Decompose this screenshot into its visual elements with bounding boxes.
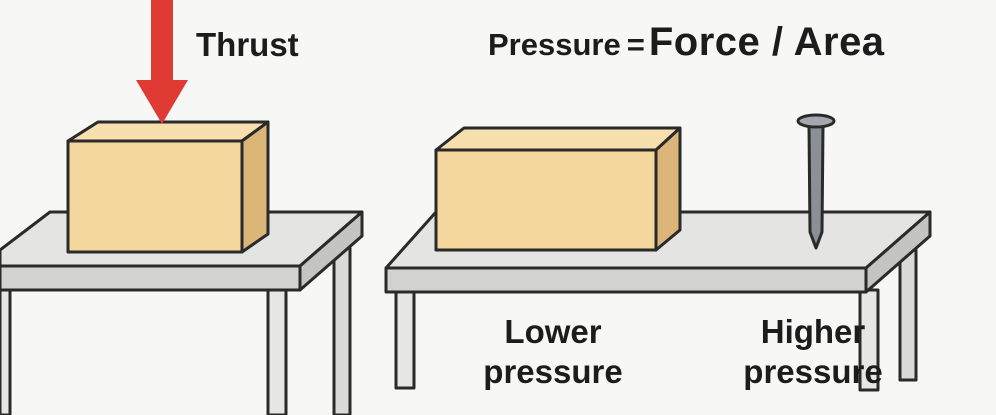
- right-table-top-edge-side: [864, 210, 932, 294]
- lower-pressure-line2: pressure: [483, 353, 623, 390]
- nail-head: [796, 113, 836, 129]
- left-block-front: [66, 139, 244, 254]
- left-block-side: [240, 120, 270, 254]
- right-block-side: [654, 126, 682, 252]
- right-table-top-edge-front: [384, 266, 868, 294]
- thrust-arrow-head: [136, 80, 188, 124]
- lower-pressure-label: Lower pressure: [458, 312, 648, 392]
- formula-lhs: Pressure: [488, 27, 621, 62]
- right-table-leg-front-left: [394, 288, 416, 390]
- left-table-top-edge-front: [0, 264, 302, 292]
- higher-pressure-line2: pressure: [743, 353, 883, 390]
- pressure-formula: Pressure = Force / Area: [488, 20, 885, 65]
- nail: [796, 113, 836, 250]
- thrust-arrow: [136, 0, 188, 124]
- formula-equals: =: [626, 27, 645, 62]
- right-block-front: [434, 148, 658, 252]
- left-block: [66, 120, 270, 254]
- thrust-label: Thrust: [196, 26, 299, 63]
- left-table-leg-front: [266, 286, 288, 415]
- formula-rhs: Force / Area: [648, 20, 885, 64]
- left-table-top-edge-side: [298, 210, 364, 292]
- right-block-top: [434, 126, 682, 152]
- nail-shank: [807, 124, 825, 250]
- left-block-top: [66, 120, 270, 143]
- right-block: [434, 126, 682, 252]
- higher-pressure-line1: Higher: [760, 313, 866, 350]
- thrust-arrow-shaft: [151, 0, 173, 82]
- left-table-leg-left: [0, 286, 12, 415]
- higher-pressure-label: Higher pressure: [718, 312, 908, 392]
- lower-pressure-line1: Lower: [504, 313, 602, 350]
- left-table-leg-back: [332, 246, 352, 415]
